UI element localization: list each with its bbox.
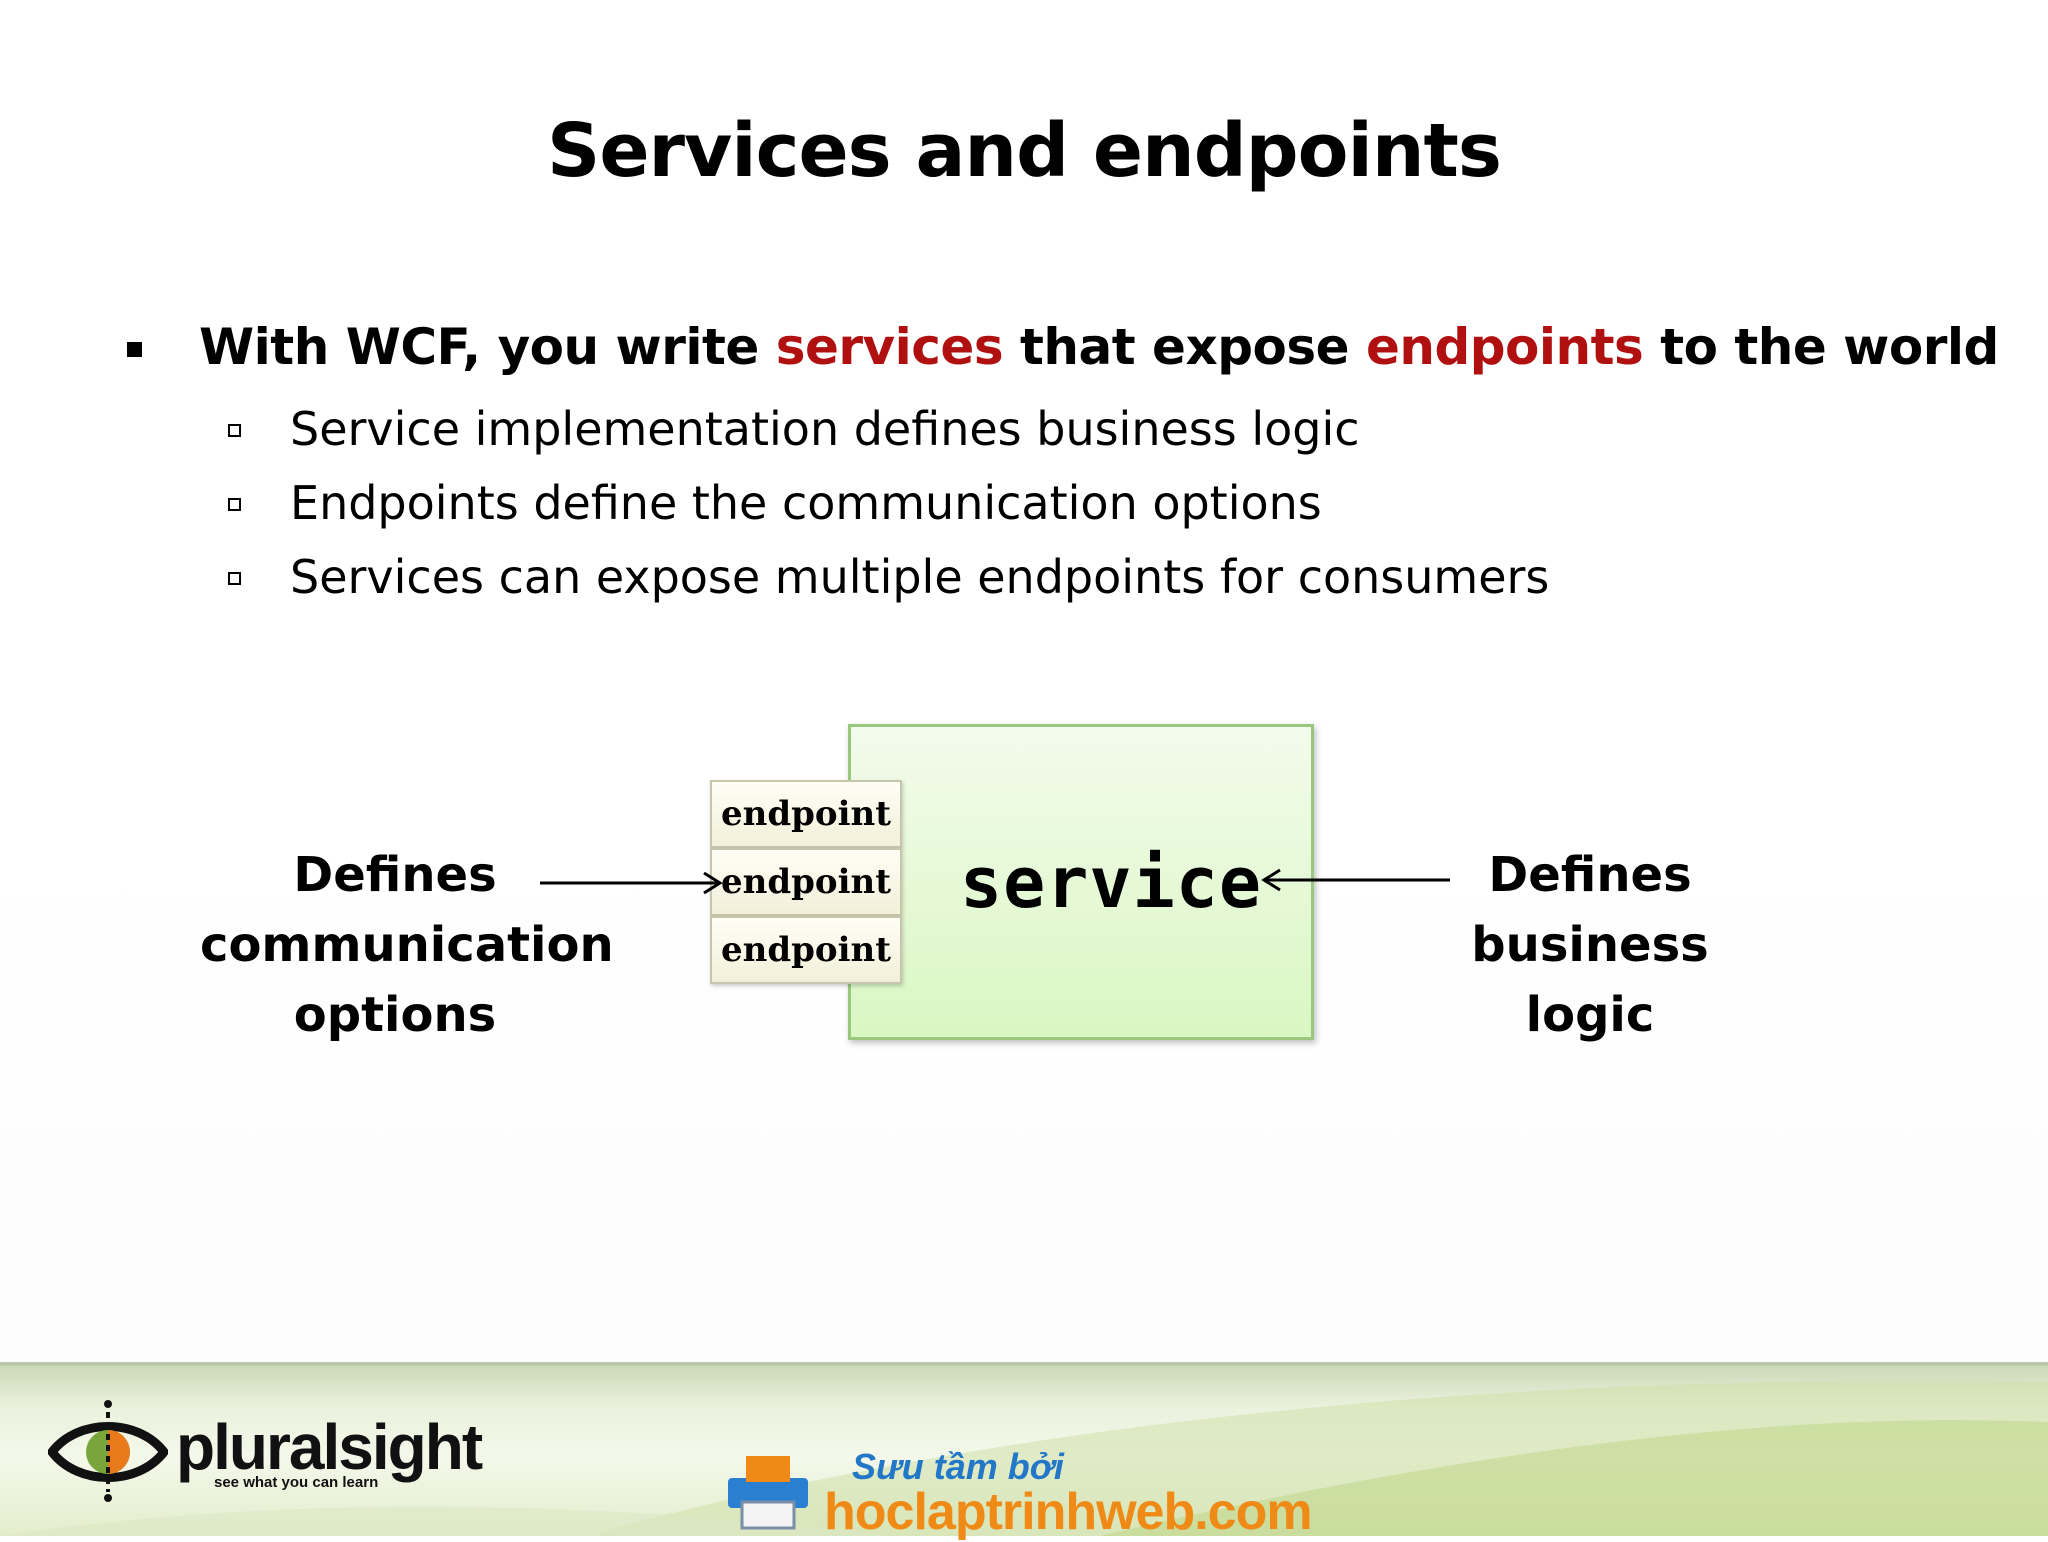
hollow-square-bullet-icon bbox=[228, 572, 241, 585]
main-bullet-middle: that expose bbox=[1003, 318, 1366, 376]
left-arrow bbox=[540, 871, 723, 895]
credit-site-link[interactable]: hoclaptrinhweb.com bbox=[824, 1483, 1313, 1541]
right-annotation-line: business logic bbox=[1471, 917, 1709, 1043]
left-annotation-line: Defines bbox=[293, 847, 497, 903]
slide-title: Services and endpoints bbox=[547, 108, 1502, 194]
endpoint-box: endpoint bbox=[710, 848, 902, 916]
endpoint-box: endpoint bbox=[710, 780, 902, 848]
highlight-services: services bbox=[775, 318, 1004, 376]
sub-bullet-text: Endpoints define the communication optio… bbox=[290, 476, 1322, 530]
left-annotation-line: communication bbox=[200, 917, 614, 973]
left-annotation-line: options bbox=[293, 987, 497, 1043]
sub-bullet-text: Service implementation defines business … bbox=[290, 402, 1360, 456]
footer bbox=[0, 1362, 2048, 1536]
service-label: service bbox=[960, 842, 1263, 924]
sub-bullet-text: Services can expose multiple endpoints f… bbox=[290, 550, 1550, 604]
pluralsight-logo-text: pluralsight bbox=[176, 1411, 483, 1483]
service-box bbox=[848, 724, 1314, 1040]
hollow-square-bullet-icon bbox=[228, 498, 241, 511]
square-bullet-icon bbox=[127, 342, 142, 357]
credit-label: Sưu tầm bởi bbox=[852, 1446, 1064, 1487]
main-bullet-prefix: With WCF, you write bbox=[199, 318, 776, 376]
right-annotation-line: Defines bbox=[1488, 847, 1692, 903]
right-arrow bbox=[1261, 868, 1450, 892]
endpoint-box: endpoint bbox=[710, 916, 902, 984]
footer-wave bbox=[0, 1362, 2048, 1536]
pluralsight-tagline: see what you can learn bbox=[214, 1474, 379, 1491]
highlight-endpoints: endpoints bbox=[1365, 318, 1644, 376]
main-bullet-text: With WCF, you write services that expose… bbox=[199, 318, 1999, 376]
hollow-square-bullet-icon bbox=[228, 424, 241, 437]
eye-icon bbox=[48, 1400, 168, 1502]
main-bullet-suffix: to the world bbox=[1643, 318, 1999, 376]
printer-icon bbox=[728, 1456, 808, 1530]
left-annotation: Defines communication options bbox=[200, 840, 614, 1050]
right-annotation: Defines business logic bbox=[1400, 840, 1780, 1050]
